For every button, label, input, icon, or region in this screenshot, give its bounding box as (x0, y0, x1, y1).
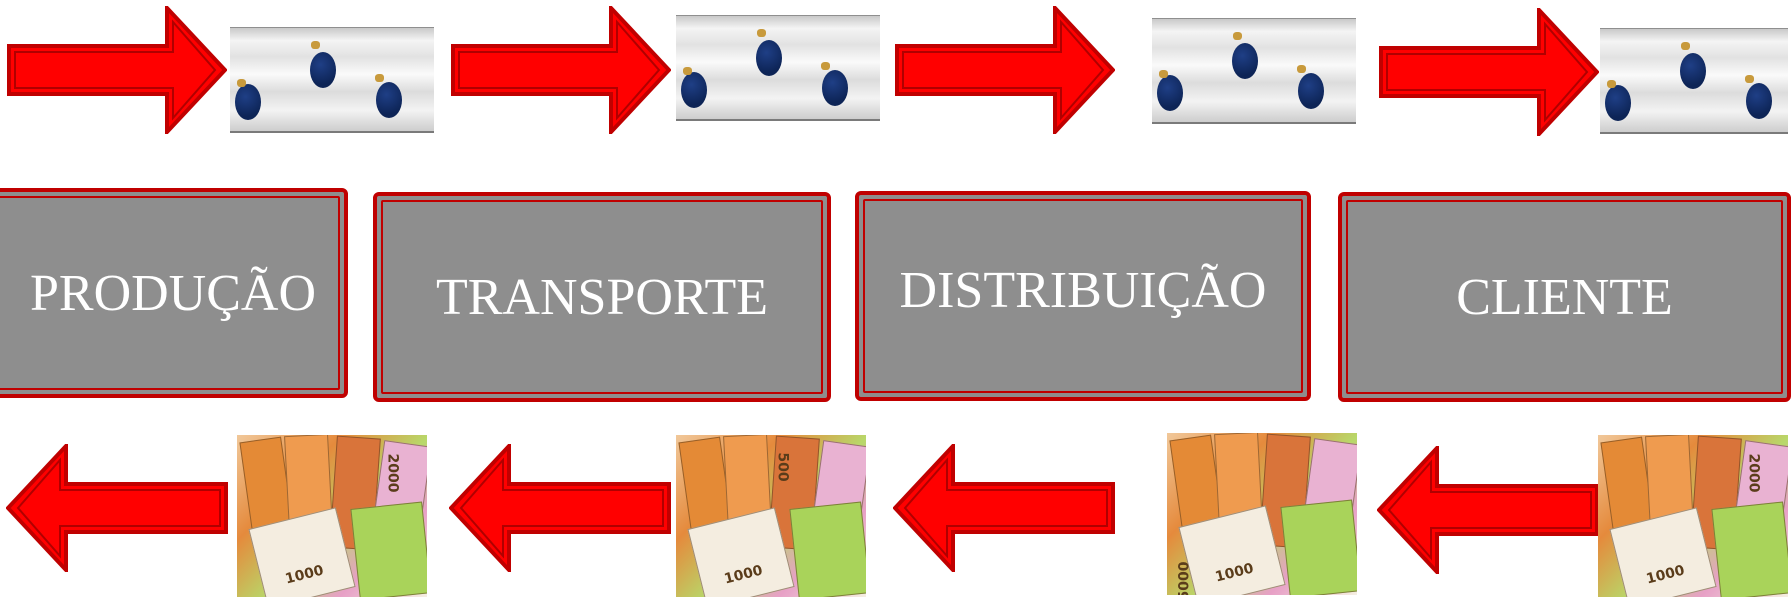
stage-label: TRANSPORTE (435, 268, 769, 326)
money-arrow-left-icon (449, 444, 671, 572)
banknotes-image: 1000 2000 (237, 435, 427, 597)
goods-pipe (1600, 28, 1788, 134)
stage-label: DISTRIBUIÇÃO (899, 261, 1267, 319)
goods-arrow-right-icon (1379, 8, 1599, 136)
stage-label: PRODUÇÃO (29, 264, 317, 322)
money-arrow-left-icon (1377, 446, 1599, 574)
stage-distribuicao: DISTRIBUIÇÃO (855, 191, 1311, 401)
banknotes-image: 1000 5000 (1167, 433, 1357, 595)
banknote-denomination: 500 (774, 452, 791, 482)
money-arrow-left-icon (893, 444, 1115, 572)
stage-label: CLIENTE (1456, 268, 1673, 326)
banknote-denomination: 5000 (1176, 561, 1193, 595)
goods-pipe (230, 27, 434, 133)
stage-cliente: CLIENTE (1338, 192, 1791, 402)
goods-pipe (676, 15, 880, 121)
goods-arrow-right-icon (7, 6, 227, 134)
stage-transporte: TRANSPORTE (373, 192, 831, 402)
banknotes-image: 1000 500 (676, 435, 866, 597)
stage-producao: PRODUÇÃO (0, 188, 348, 398)
goods-arrow-right-icon (451, 6, 671, 134)
goods-pipe (1152, 18, 1356, 124)
banknote-denomination: 2000 (384, 453, 401, 493)
banknotes-image: 1000 2000 (1598, 435, 1788, 597)
banknote-denomination: 2000 (1745, 453, 1762, 493)
goods-arrow-right-icon (895, 6, 1115, 134)
money-arrow-left-icon (6, 444, 228, 572)
